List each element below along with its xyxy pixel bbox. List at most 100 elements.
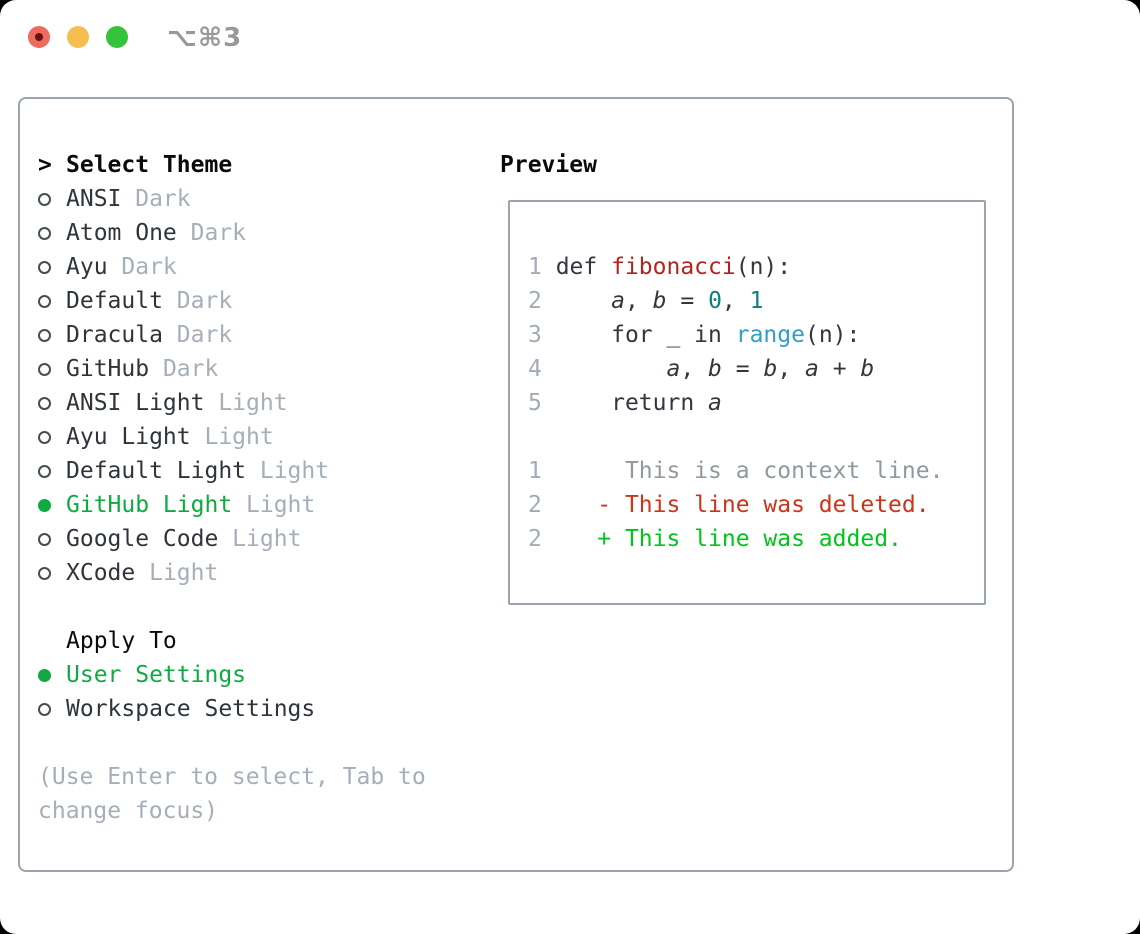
theme-option-label: Dracula: [66, 322, 163, 348]
theme-variant-label: Light: [246, 458, 330, 484]
line-number: 2: [528, 526, 556, 552]
theme-option-ansi-light[interactable]: ANSI Light Light: [38, 386, 426, 420]
preview-header-label: Preview: [500, 152, 597, 178]
code-token: ,: [680, 356, 709, 382]
theme-option-label: GitHub: [66, 356, 150, 382]
code-token: (n):: [804, 322, 861, 348]
code-token: ,: [624, 288, 653, 314]
radio-icon: [38, 566, 66, 580]
theme-option-dracula[interactable]: Dracula Dark: [38, 318, 426, 352]
apply-option-user-settings[interactable]: User Settings: [38, 658, 426, 692]
theme-option-github-light[interactable]: GitHub Light Light: [38, 488, 426, 522]
theme-option-google-code[interactable]: Google Code Light: [38, 522, 426, 556]
code-line: 2 + This line was added.: [528, 522, 984, 556]
apply-option-workspace-settings[interactable]: Workspace Settings: [38, 692, 426, 726]
theme-option-github[interactable]: GitHub Dark: [38, 352, 426, 386]
radio-icon: [38, 260, 66, 274]
line-number: 5: [528, 390, 556, 416]
code-token: This is a context line.: [555, 458, 944, 484]
code-line: 2 a, b = 0, 1: [528, 284, 984, 318]
line-number: 2: [528, 492, 556, 518]
code-line: 4 a, b = b, a + b: [528, 352, 984, 386]
window-title-shortcut: ⌥⌘3: [167, 23, 243, 53]
close-dot-icon: [35, 33, 43, 41]
theme-option-ayu[interactable]: Ayu Dark: [38, 250, 426, 284]
radio-selected-icon: [38, 668, 66, 682]
radio-icon: [38, 294, 66, 308]
code-token: a: [805, 356, 819, 382]
code-line: 5 return a: [528, 386, 984, 420]
theme-option-label: Google Code: [66, 526, 219, 552]
theme-variant-label: Light: [190, 424, 274, 450]
focus-caret-icon: >: [38, 152, 52, 178]
theme-variant-label: Light: [204, 390, 288, 416]
code-token: (n):: [735, 254, 792, 280]
radio-icon: [38, 532, 66, 546]
theme-variant-label: Dark: [121, 186, 191, 212]
theme-option-atom-one[interactable]: Atom One Dark: [38, 216, 426, 250]
code-token: 0: [708, 288, 722, 314]
close-button[interactable]: [28, 26, 50, 48]
line-number: 2: [528, 288, 556, 314]
code-token: b: [652, 288, 667, 314]
code-token: =: [721, 356, 764, 382]
radio-icon: [38, 396, 66, 410]
radio-icon: [38, 464, 66, 478]
theme-option-label: Default Light: [66, 458, 247, 484]
line-number: 1: [528, 458, 556, 484]
help-text-line: change focus): [38, 798, 219, 824]
code-token: b: [708, 356, 722, 382]
code-line: [528, 420, 984, 454]
code-token: ,: [721, 288, 750, 314]
theme-variant-label: Dark: [107, 254, 177, 280]
radio-icon: [38, 430, 66, 444]
select-theme-header-label: Select Theme: [66, 152, 233, 178]
radio-icon: [38, 328, 66, 342]
apply-to-header: Apply To: [38, 624, 426, 658]
theme-option-label: XCode: [66, 560, 136, 586]
code-token: a: [611, 288, 625, 314]
apply-option-label: Workspace Settings: [66, 696, 316, 722]
theme-option-ayu-light[interactable]: Ayu Light Light: [38, 420, 426, 454]
theme-option-xcode[interactable]: XCode Light: [38, 556, 426, 590]
radio-icon: [38, 702, 66, 716]
code-token: 1: [749, 288, 764, 314]
theme-option-label: Default: [66, 288, 163, 314]
theme-variant-label: Light: [218, 526, 302, 552]
theme-option-default-light[interactable]: Default Light Light: [38, 454, 426, 488]
theme-option-ansi[interactable]: ANSI Dark: [38, 182, 426, 216]
code-line: 2 - This line was deleted.: [528, 488, 984, 522]
theme-variant-label: Light: [135, 560, 219, 586]
theme-option-label: ANSI: [66, 186, 122, 212]
code-token: [556, 356, 667, 382]
apply-to-header-label: Apply To: [66, 628, 177, 654]
code-line: 3 for _ in range(n):: [528, 318, 984, 352]
minimize-button[interactable]: [67, 26, 89, 48]
code-token: b: [763, 356, 778, 382]
theme-variant-label: Dark: [149, 356, 219, 382]
code-token: - This line was deleted.: [555, 492, 930, 518]
code-token: +: [818, 356, 861, 382]
code-token: [556, 288, 611, 314]
theme-option-default[interactable]: Default Dark: [38, 284, 426, 318]
theme-option-label: Ayu Light: [66, 424, 191, 450]
radio-selected-icon: [38, 498, 66, 512]
code-token: def: [555, 254, 612, 280]
code-token: return: [555, 390, 709, 416]
preview-header: Preview: [500, 148, 597, 182]
code-token: b: [860, 356, 875, 382]
code-token: =: [666, 288, 709, 314]
code-token: range: [735, 322, 805, 348]
radio-icon: [38, 362, 66, 376]
theme-variant-label: Dark: [176, 220, 247, 246]
apply-option-label: User Settings: [66, 662, 247, 688]
line-number: 3: [528, 322, 556, 348]
zoom-button[interactable]: [106, 26, 128, 48]
line-number: 4: [528, 356, 556, 382]
